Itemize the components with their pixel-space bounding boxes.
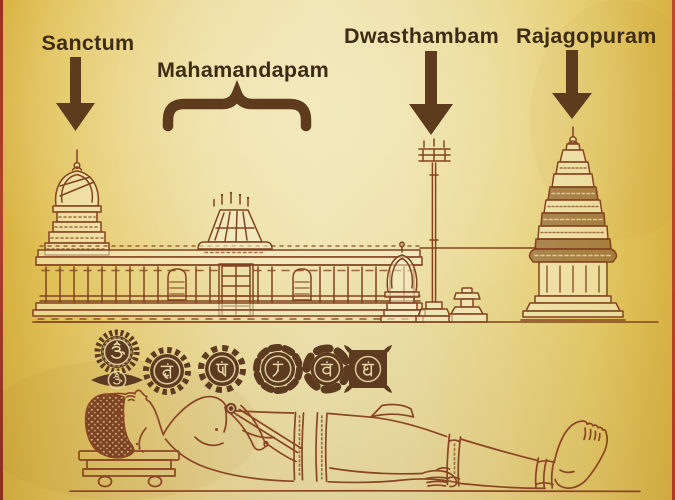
sanctum-down-arrow — [56, 57, 95, 131]
ajna-chakra-icon: ॐ — [91, 370, 143, 390]
dwasthambam-label: Dwasthambam — [344, 24, 500, 48]
anklets — [534, 457, 556, 489]
rajagopuram-tower — [520, 126, 626, 321]
chakra-row: ॐ ॐ हं — [91, 329, 392, 395]
dwasthambam-down-arrow — [409, 51, 453, 135]
svadhisthana-chakra-icon: वं — [302, 344, 352, 394]
curly-hair — [84, 393, 135, 459]
knee-band — [446, 433, 462, 487]
temple-illustration — [32, 126, 659, 323]
left-red-edge — [0, 0, 3, 500]
vishuddha-chakra-icon: हं — [143, 347, 191, 395]
annotation-marks — [56, 50, 592, 135]
arched-niche — [167, 268, 187, 301]
anahata-chakra-icon: यं — [198, 345, 246, 393]
dhoti-fold — [370, 403, 415, 418]
rajagopuram-label: Rajagopuram — [516, 24, 657, 48]
mahamandapam-label: Mahamandapam — [156, 58, 330, 82]
mahamandapam-brace — [162, 79, 312, 132]
pavilion-roof — [197, 191, 273, 254]
muladhara-chakra-icon: लं — [344, 345, 392, 393]
manipura-chakra-icon: रं — [253, 344, 303, 394]
reclining-figure — [69, 389, 641, 493]
waist-sash — [293, 411, 328, 483]
figure-ground-line — [69, 489, 641, 493]
figure-legs — [327, 403, 556, 490]
nipple-dot — [215, 428, 218, 431]
figure-head — [84, 389, 165, 459]
rajagopuram-down-arrow — [552, 50, 592, 119]
right-red-edge — [672, 0, 675, 500]
shoulder-rosette — [225, 403, 237, 414]
arched-niche — [292, 268, 312, 301]
figure-foot — [553, 420, 609, 489]
figure-torso — [162, 395, 303, 483]
aging-blotch — [0, 360, 260, 500]
sanctum-label: Sanctum — [41, 31, 135, 55]
